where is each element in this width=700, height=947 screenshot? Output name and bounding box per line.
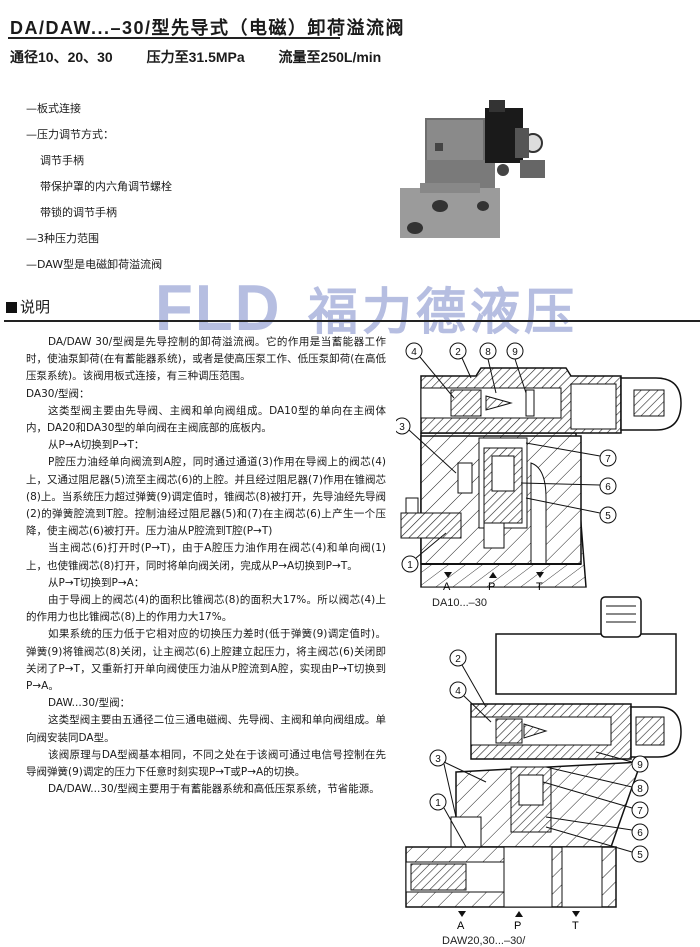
port-label-a: A — [443, 581, 451, 593]
square-bullet-icon — [6, 302, 17, 313]
feature-item: —压力调节方式： — [26, 128, 114, 141]
port-label-a: A — [457, 920, 465, 932]
title-underline — [8, 37, 340, 39]
feature-item: —板式连接 — [26, 102, 81, 115]
callout-1: 1 — [435, 798, 441, 809]
paragraph: 当主阀芯(6)打开时(P→T)，由于A腔压力油作用在阀芯(4)和单向阀(1)上，… — [26, 542, 386, 572]
paragraph: 由于导阀上的阀芯(4)的面积比锥阀芯(8)的面积大17%。所以阀芯(4)上的作用… — [26, 594, 386, 624]
section-divider — [4, 320, 700, 322]
spec-pressure: 压力至31.5MPa — [146, 49, 245, 65]
callout-3: 3 — [399, 422, 405, 433]
section-heading: 说明 — [6, 296, 50, 317]
callout-9: 9 — [637, 760, 643, 771]
feature-subitem: 调节手柄 — [40, 154, 84, 167]
feature-subitem: 带锁的调节手柄 — [40, 206, 117, 219]
callout-2: 2 — [455, 654, 461, 665]
section-diagram-da10: A P T 4 2 8 9 3 7 6 5 1 DA10...–30 — [396, 342, 682, 608]
paragraph: DA/DAW...30/型阀主要用于有蓄能器系统和高低压泵系统，节省能源。 — [48, 783, 380, 796]
watermark: FLD 福力德液压 — [155, 272, 578, 344]
description-body: DA/DAW 30/型阀是先导控制的卸荷溢流阀。它的作用是当蓄能器工作时，使油泵… — [26, 334, 386, 798]
diagram-caption: DA10...–30 — [432, 597, 487, 608]
port-label-p: P — [514, 920, 521, 932]
port-label-t: T — [572, 920, 579, 932]
feature-list: —板式连接 —压力调节方式： 调节手柄 带保护罩的内六角调节螺栓 带锁的调节手柄… — [26, 96, 172, 278]
paragraph: 这类型阀主要由先导阀、主阀和单向阀组成。DA10型的单向在主阀体内，DA20和D… — [26, 404, 386, 435]
callout-6: 6 — [637, 828, 643, 839]
callout-4: 4 — [455, 686, 461, 697]
paragraph: DAW...30/型阀： — [48, 697, 131, 710]
paragraph: 从P→A切换到P→T： — [48, 439, 145, 452]
callout-8: 8 — [637, 784, 643, 795]
callout-5: 5 — [637, 850, 643, 861]
paragraph: P腔压力油经单向阀流到A腔，同时通过通道(3)作用在导阀上的阀芯(4)上，又通过… — [26, 456, 386, 538]
spec-nominal-size: 通径10、20、30 — [10, 49, 113, 65]
callout-6: 6 — [605, 482, 611, 493]
feature-item: —3种压力范围 — [26, 232, 99, 245]
paragraph: DA30/型阀： — [26, 387, 90, 400]
callout-2: 2 — [455, 347, 461, 358]
feature-subitem: 带保护罩的内六角调节螺栓 — [40, 180, 172, 193]
spec-flow: 流量至250L/min — [278, 49, 382, 65]
callout-4: 4 — [411, 347, 417, 358]
spec-line: 通径10、20、30 压力至31.5MPa 流量至250L/min — [10, 47, 411, 67]
port-label-t: T — [536, 581, 543, 593]
callout-7: 7 — [605, 454, 611, 465]
callout-1: 1 — [407, 560, 413, 571]
paragraph: 从P→T切换到P→A： — [48, 576, 145, 589]
product-photo — [400, 100, 545, 238]
port-label-p: P — [488, 581, 495, 593]
callout-5: 5 — [605, 511, 611, 522]
feature-item: —DAW型是电磁卸荷溢流阀 — [26, 258, 163, 271]
section-title: 说明 — [20, 298, 51, 316]
watermark-cjk: 福力德液压 — [307, 284, 578, 340]
callout-8: 8 — [485, 347, 491, 358]
callout-3: 3 — [435, 754, 441, 765]
paragraph: DA/DAW 30/型阀是先导控制的卸荷溢流阀。它的作用是当蓄能器工作时，使油泵… — [26, 336, 386, 383]
watermark-latin: FLD — [155, 272, 282, 345]
callout-9: 9 — [512, 347, 518, 358]
paragraph: 该阀原理与DA型阀基本相同，不同之处在于该阀可通过电信号控制在先导阀弹簧(9)调… — [26, 748, 386, 779]
callout-7: 7 — [637, 806, 643, 817]
paragraph: 如果系统的压力低于它相对应的切换压力差时(低于弹簧(9)调定值时)。弹簧(9)将… — [26, 628, 386, 693]
section-diagram-daw20-30: A P T 2 4 3 1 9 8 7 6 5 DAW20,30...–30/ — [405, 596, 682, 947]
diagram-caption: DAW20,30...–30/ — [442, 935, 526, 947]
page-title: DA/DAW...–30/型先导式（电磁）卸荷溢流阀 — [10, 18, 406, 38]
paragraph: 这类型阀主要由五通径二位三通电磁阀、先导阀、主阀和单向阀组成。单向阀安装同DA型… — [26, 714, 386, 744]
